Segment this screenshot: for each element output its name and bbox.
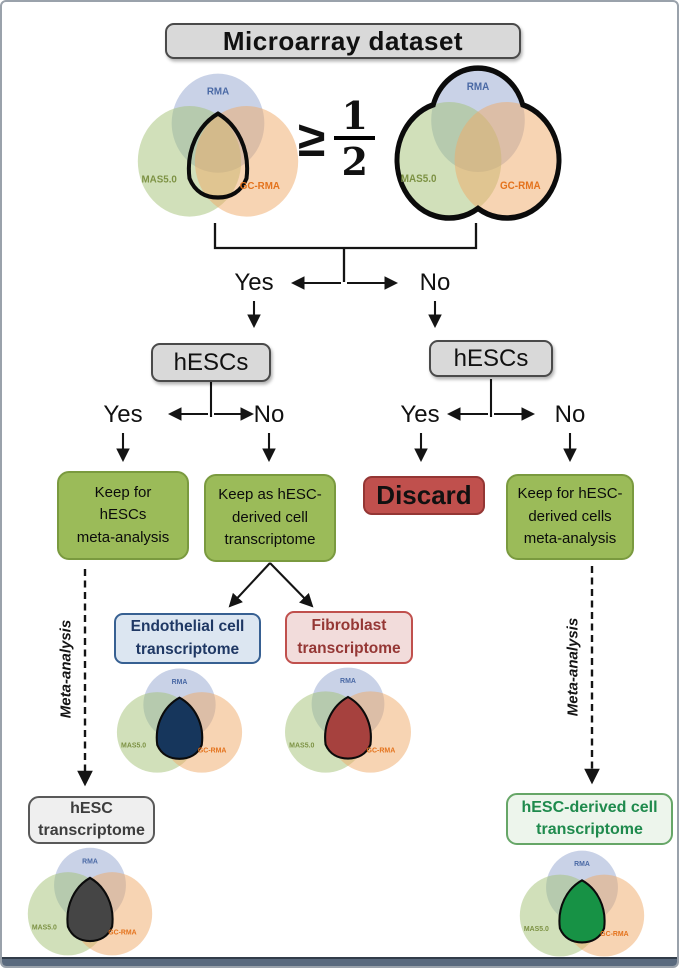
venn-label-gcrma: GC-RMA (367, 747, 396, 754)
venn-outline-union (394, 65, 562, 221)
outcome-keep-for-hesc-derived: Keep for hESC- derived cells meta-analys… (506, 474, 634, 560)
venn-label-mas5: MAS5.0 (289, 742, 314, 749)
venn-label-mas5: MAS5.0 (121, 743, 146, 750)
venn-label-gcrma: GC-RMA (240, 181, 281, 192)
figure-bottom-edge (2, 957, 677, 966)
venn-label-rma: RMA (82, 858, 98, 865)
fraction-denominator: 2 (334, 136, 375, 182)
hescs-box-left: hESCs (151, 343, 271, 382)
venn-svg: RMA MAS5.0GC-RMA (137, 73, 299, 217)
venn-label-gcrma: GC-RMA (108, 929, 136, 936)
outcome-keep-hescs: Keep for hESCs meta-analysis (57, 471, 189, 560)
label-left-yes: Yes (103, 401, 143, 428)
venn-svg: RMA MAS5.0GC-RMA (116, 668, 243, 773)
venn-label-mas5: MAS5.0 (401, 174, 437, 186)
outcome-keep-as-hesc-derived: Keep as hESC- derived cell transcriptome (204, 474, 336, 562)
label-top-no: No (419, 269, 451, 296)
venn-label-gcrma: GC-RMA (600, 931, 628, 938)
venn-svg: RMA MAS5.0GC-RMA (394, 65, 562, 221)
venn-label-rma: RMA (467, 82, 490, 94)
hescs-box-right: hESCs (429, 340, 553, 377)
label-right-yes: Yes (400, 401, 440, 428)
meta-analysis-label-right: Meta-analysis (564, 617, 582, 717)
venn-circle-gcrma (454, 102, 559, 218)
venn-outline-center (186, 111, 250, 200)
split-arrow-fibroblast (269, 562, 314, 608)
geq-operator: ≥ (298, 111, 326, 167)
venn-label-rma: RMA (207, 86, 230, 97)
split-arrow-endothelial (228, 562, 271, 608)
fraction-numerator: 1 (341, 93, 368, 139)
venn-label-mas5: MAS5.0 (142, 174, 178, 185)
endothelial-transcriptome-box: Endothelial cell transcriptome (114, 613, 261, 664)
threshold-expression: ≥ 1 2 (298, 88, 375, 190)
fibroblast-transcriptome-box: Fibroblast transcriptome (285, 611, 413, 664)
label-top-yes: Yes (234, 269, 274, 296)
venn-svg: RMA MAS5.0GC-RMA (27, 847, 153, 956)
label-right-no: No (554, 401, 586, 428)
outcome-discard: Discard (363, 476, 485, 515)
venn-label-gcrma: GC-RMA (198, 748, 227, 755)
venn-outline-center (66, 876, 114, 943)
meta-analysis-label-left: Meta-analysis (57, 619, 75, 719)
venn-label-mas5: MAS5.0 (524, 926, 549, 933)
venn-label-rma: RMA (172, 679, 188, 686)
venn-label-mas5: MAS5.0 (32, 924, 57, 931)
venn-outline-center (155, 696, 204, 760)
venn-outline-center (558, 879, 606, 944)
venn-outline-center (324, 695, 372, 760)
venn-svg: RMA MAS5.0GC-RMA (519, 850, 645, 957)
label-left-no: No (253, 401, 285, 428)
venn-label-rma: RMA (574, 861, 590, 868)
hesc-derived-transcriptome-box: hESC-derived cell transcriptome (506, 793, 673, 845)
venn-svg: RMA MAS5.0GC-RMA (285, 667, 411, 773)
venn-label-gcrma: GC-RMA (500, 181, 541, 193)
venn-label-rma: RMA (340, 678, 356, 685)
title-box: Microarray dataset (165, 23, 521, 59)
hesc-transcriptome-box: hESC transcriptome (28, 796, 155, 844)
fraction-one-half: 1 2 (334, 93, 375, 182)
